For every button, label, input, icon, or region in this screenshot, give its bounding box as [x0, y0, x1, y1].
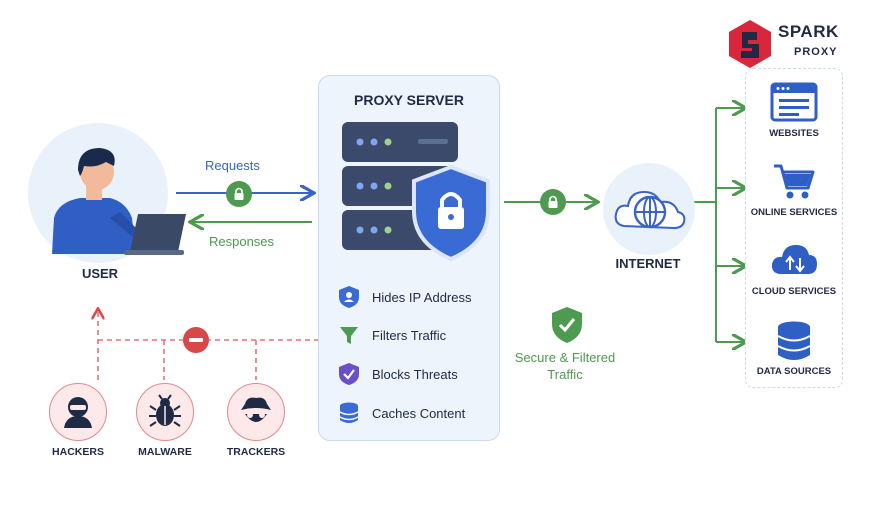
hacker-icon	[64, 397, 92, 428]
shopping-cart-icon	[774, 164, 815, 199]
feature-label: Filters Traffic	[372, 327, 447, 343]
feature-label: Blocks Threats	[372, 366, 458, 382]
spark-proxy-logo: SPARK PROXY	[726, 18, 856, 70]
feature-blocks-threats: Blocks Threats	[336, 361, 458, 387]
user-label: USER	[81, 266, 119, 281]
destination-cloud-services-label: CLOUD SERVICES	[751, 286, 837, 297]
secure-traffic-label: Secure & Filtered Traffic	[514, 350, 616, 382]
shield-check-icon	[552, 307, 582, 343]
browser-window-icon	[770, 82, 818, 122]
lock-badge-icon	[540, 189, 566, 215]
feature-caches-content: Caches Content	[336, 400, 465, 426]
malware-threat-circle	[136, 383, 194, 441]
requests-label: Requests	[205, 158, 260, 173]
hackers-label: HACKERS	[52, 446, 104, 458]
lock-badge-icon	[226, 181, 252, 207]
feature-filters-traffic: Filters Traffic	[336, 322, 446, 348]
bug-icon	[149, 394, 181, 427]
feature-label: Caches Content	[372, 405, 466, 421]
block-icon	[183, 327, 209, 353]
internet-branch-arrows	[694, 108, 744, 342]
spark-hexagon-logo-icon	[729, 20, 771, 68]
user-laptop-icon	[52, 148, 186, 255]
cloud-globe-icon	[614, 190, 686, 230]
destination-online-services-label: ONLINE SERVICES	[750, 207, 838, 218]
hacker-threat-circle	[49, 383, 107, 441]
filter-icon	[336, 322, 362, 348]
database-icon	[336, 400, 362, 426]
database-icon	[777, 321, 811, 360]
cloud-upload-icon	[771, 245, 817, 274]
tracker-threat-circle	[227, 383, 285, 441]
trackers-label: TRACKERS	[226, 446, 286, 458]
spy-icon	[241, 397, 271, 422]
brand-subtitle: PROXY	[794, 46, 838, 58]
internet-label: INTERNET	[615, 256, 681, 271]
security-shield-lock-icon	[412, 164, 490, 262]
destination-websites-label: WEBSITES	[769, 128, 819, 139]
proxy-server-title: PROXY SERVER	[354, 92, 464, 108]
feature-hides-ip: Hides IP Address	[336, 284, 471, 310]
shield-icon	[336, 284, 362, 310]
malware-label: MALWARE	[138, 446, 192, 458]
feature-label: Hides IP Address	[372, 289, 472, 305]
responses-label: Responses	[209, 234, 275, 249]
brand-name: SPARK	[778, 22, 839, 41]
shield-check-icon	[336, 361, 362, 387]
destination-data-sources-label: DATA SOURCES	[756, 366, 832, 377]
